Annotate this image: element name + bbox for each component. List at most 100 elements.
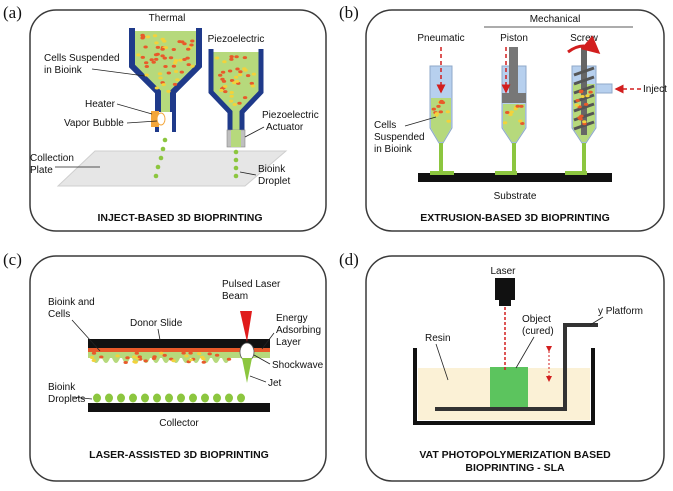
label-droplets-line1: Bioink	[48, 382, 76, 393]
collected-droplet	[225, 393, 233, 403]
screw-flight	[573, 66, 595, 77]
label-collection-line1: Collection	[30, 153, 74, 164]
label-energy-line3: Layer	[276, 337, 302, 348]
bioink-droplets-c	[93, 393, 245, 403]
label-piezo-line1: Piezoelectric	[262, 110, 319, 121]
collection-plate	[56, 150, 288, 187]
leader-actuator	[244, 126, 265, 138]
label-substrate: Substrate	[494, 191, 537, 202]
cell	[154, 86, 160, 90]
cell	[91, 351, 97, 355]
thermal-nozzle	[129, 28, 202, 132]
cell	[520, 122, 525, 125]
cell	[166, 71, 171, 75]
label-mechanical: Mechanical	[530, 14, 581, 25]
cell	[154, 41, 159, 45]
cell	[229, 79, 235, 82]
cell	[582, 120, 587, 124]
cell	[159, 351, 164, 355]
caption-a: INJECT-BASED 3D BIOPRINTING	[97, 212, 262, 224]
cell	[168, 56, 174, 60]
label-resin: Resin	[425, 333, 451, 344]
cell	[171, 48, 176, 51]
donor-slide	[88, 339, 270, 348]
cell	[218, 73, 223, 77]
cell	[220, 70, 226, 74]
collector	[88, 403, 270, 412]
cell	[229, 91, 234, 94]
vat	[413, 348, 595, 425]
cell	[179, 70, 184, 74]
cell	[171, 64, 177, 68]
cell	[588, 90, 593, 94]
label-cells-line1: Cells Suspended	[44, 53, 120, 64]
label-pulsed-line2: Beam	[222, 291, 248, 302]
label-droplet-line1: Bioink	[258, 164, 286, 175]
cell	[182, 58, 187, 61]
cured-object	[490, 367, 528, 409]
hanging-drop	[102, 358, 110, 363]
cell	[181, 351, 186, 355]
cell	[237, 73, 243, 77]
label-thermal: Thermal	[149, 13, 186, 24]
label-inject: Inject	[643, 84, 667, 95]
label-bioink-cells-line1: Bioink and	[48, 297, 95, 308]
screw-flight	[573, 120, 595, 131]
cell	[162, 353, 167, 357]
cell	[149, 58, 154, 62]
screw-flight	[573, 84, 595, 95]
cell	[201, 357, 206, 361]
label-donor-slide: Donor Slide	[130, 318, 183, 329]
label-jet: Jet	[268, 378, 282, 389]
jet	[242, 358, 252, 383]
hanging-drop	[112, 358, 120, 363]
cell	[229, 57, 234, 61]
cell	[438, 110, 443, 114]
cell	[519, 104, 524, 108]
cell	[175, 78, 180, 82]
cell	[249, 81, 254, 85]
printed-line-2	[495, 171, 517, 175]
cell	[251, 72, 257, 76]
heater	[151, 111, 159, 127]
piston-head	[502, 93, 526, 103]
cell	[509, 110, 514, 114]
droplet	[233, 149, 239, 155]
label-shockwave: Shockwave	[272, 360, 324, 371]
cell	[160, 47, 165, 51]
cell	[583, 102, 589, 106]
cell	[158, 76, 163, 80]
cells-thermal	[136, 33, 195, 93]
cell	[580, 95, 585, 98]
cells-c	[89, 351, 232, 364]
cell	[440, 101, 446, 105]
cell	[223, 84, 228, 88]
cell	[515, 104, 520, 108]
energy-adsorbing-layer	[88, 348, 270, 352]
leader-object	[515, 336, 535, 369]
cell	[189, 43, 194, 47]
inject-port	[595, 83, 613, 94]
cell	[166, 89, 171, 93]
hanging-drop	[162, 358, 170, 363]
cell	[219, 88, 224, 92]
cell	[226, 357, 232, 361]
droplet	[233, 173, 239, 179]
caption-d-line2: BIOPRINTING - SLA	[465, 462, 565, 474]
cell	[502, 121, 508, 125]
laser-source	[495, 278, 515, 300]
leader-resin	[435, 343, 449, 381]
cell	[222, 60, 227, 64]
collected-droplet	[213, 393, 221, 403]
leader-cells-b	[404, 116, 437, 127]
cell	[140, 55, 145, 59]
label-collection-line2: Plate	[30, 165, 53, 176]
cell	[160, 54, 165, 58]
leader-platform	[589, 316, 604, 326]
substrate	[418, 173, 612, 182]
label-object-line2: (cured)	[522, 326, 554, 337]
cell	[518, 119, 523, 123]
label-collector: Collector	[159, 418, 199, 429]
cell	[431, 107, 436, 111]
collected-droplet	[237, 393, 245, 403]
